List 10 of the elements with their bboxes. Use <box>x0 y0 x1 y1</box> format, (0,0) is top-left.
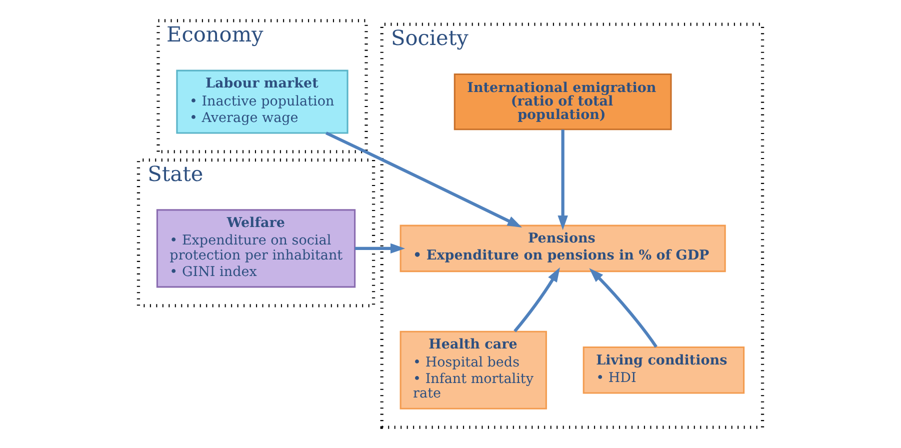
node-box: International emigration (ratio of total population) <box>454 73 672 130</box>
node-box: Living conditions • HDI <box>582 346 745 394</box>
arrow <box>589 268 658 348</box>
node-box: Welfare • Expenditure on social protection per inhabitant • GINI index <box>156 209 356 288</box>
arrow <box>558 130 568 230</box>
node-box: Labour market • Inactive population • Average wage <box>176 70 348 134</box>
arrow <box>514 267 560 332</box>
arrow <box>354 243 406 254</box>
node-box: Pensions • Expenditure on pensions in % of GDP <box>400 224 726 272</box>
node-box: Health care • Hospital beds • Infant mortality rate <box>400 330 547 410</box>
